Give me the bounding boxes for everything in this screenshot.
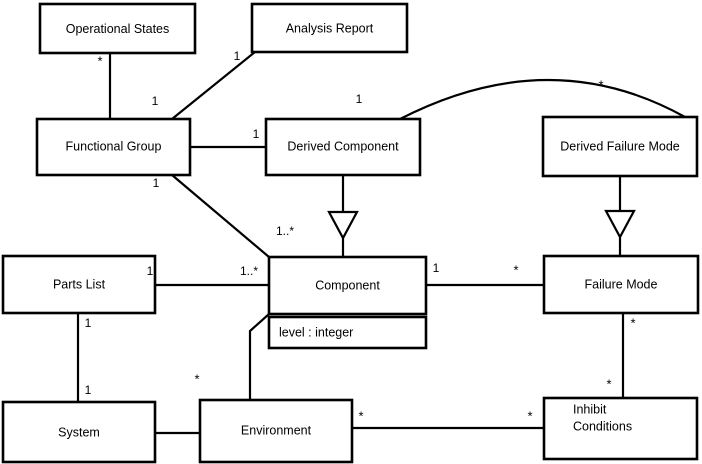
multiplicity-functional-group-operational-states-one: 1 <box>152 94 159 108</box>
generalization-triangle-derived-component-component[interactable] <box>327 210 359 241</box>
generalization-triangle-derived-failure-mode-failure-mode[interactable] <box>604 209 636 240</box>
class-box-environment[interactable]: Environment <box>198 398 354 464</box>
multiplicity-failure-mode-inhibit-star-top: * <box>630 315 635 330</box>
class-rect-environment[interactable] <box>198 398 354 464</box>
class-attributes-compartment-component[interactable] <box>267 315 428 350</box>
class-rect-failure-mode[interactable] <box>542 254 700 315</box>
class-box-failure-mode[interactable]: Failure Mode <box>542 254 700 315</box>
class-rect-derived-failure-mode[interactable] <box>541 115 699 178</box>
class-label-environment: Environment <box>241 423 312 437</box>
multiplicity-derived-component-one: 1 <box>253 127 260 141</box>
class-label-parts-list: Parts List <box>53 277 106 291</box>
class-rect-derived-component[interactable] <box>264 117 422 177</box>
association-functional-group-component[interactable] <box>171 174 270 258</box>
class-rect-parts-list[interactable] <box>1 254 157 315</box>
class-label-functional-group: Functional Group <box>66 139 162 153</box>
multiplicity-inhibit-failure-mode-star-bottom: * <box>606 376 611 391</box>
association-environment-component[interactable] <box>248 313 270 400</box>
multiplicity-component-parts-list-many: 1..* <box>240 264 258 278</box>
class-box-derived-component[interactable]: Derived Component <box>264 117 422 177</box>
class-box-derived-failure-mode[interactable]: Derived Failure Mode <box>541 115 699 178</box>
multiplicity-derived-failure-mode-curve-star: * <box>598 77 603 92</box>
multiplicity-parts-list-system-one-top: 1 <box>85 316 92 330</box>
class-rect-functional-group[interactable] <box>35 117 192 177</box>
class-rect-system[interactable] <box>1 400 157 464</box>
class-label-inhibit-conditions-line2: Conditions <box>573 419 632 433</box>
multiplicity-operational-states-star: * <box>97 53 102 68</box>
class-rect-analysis-report[interactable] <box>250 2 409 54</box>
multiplicity-component-functional-group-many: 1..* <box>276 224 294 238</box>
class-rect-inhibit-conditions[interactable] <box>542 396 699 461</box>
class-box-operational-states[interactable]: Operational States <box>38 2 197 55</box>
class-label-derived-failure-mode: Derived Failure Mode <box>560 139 680 153</box>
class-box-analysis-report[interactable]: Analysis Report <box>250 2 409 54</box>
multiplicity-functional-group-component-one: 1 <box>153 176 160 190</box>
multiplicity-parts-list-one: 1 <box>147 264 154 278</box>
class-label-inhibit-conditions-line1: Inhibit <box>573 402 607 416</box>
class-label-system: System <box>58 425 100 439</box>
class-rect-operational-states[interactable] <box>38 2 197 55</box>
class-box-system[interactable]: System <box>1 400 157 464</box>
multiplicity-environment-inhibit-star-left: * <box>358 408 363 423</box>
multiplicity-system-parts-list-one-bottom: 1 <box>85 383 92 397</box>
class-label-operational-states: Operational States <box>66 22 170 36</box>
class-rect-component[interactable] <box>267 255 428 316</box>
multiplicity-inhibit-environment-star-right: * <box>527 408 532 423</box>
multiplicity-analysis-report-one: 1 <box>234 49 241 63</box>
multiplicity-derived-component-curve-one: 1 <box>356 92 363 106</box>
class-label-analysis-report: Analysis Report <box>286 21 374 35</box>
class-label-failure-mode: Failure Mode <box>585 277 658 291</box>
multiplicity-component-failure-mode-one: 1 <box>433 261 440 275</box>
class-box-component[interactable]: Component level : integer <box>267 255 428 350</box>
association-analysis-report-functional-group[interactable] <box>171 51 256 120</box>
class-label-component: Component <box>315 278 380 292</box>
multiplicity-failure-mode-component-star: * <box>513 262 518 277</box>
association-derived-component-derived-failure-mode[interactable] <box>399 78 686 120</box>
class-box-inhibit-conditions[interactable]: Inhibit Conditions <box>542 396 699 461</box>
class-box-parts-list[interactable]: Parts List <box>1 254 157 315</box>
class-attribute-component-level: level : integer <box>279 325 353 339</box>
class-box-functional-group[interactable]: Functional Group <box>35 117 192 177</box>
multiplicity-environment-component-star: * <box>194 371 199 386</box>
class-label-derived-component: Derived Component <box>287 139 399 153</box>
